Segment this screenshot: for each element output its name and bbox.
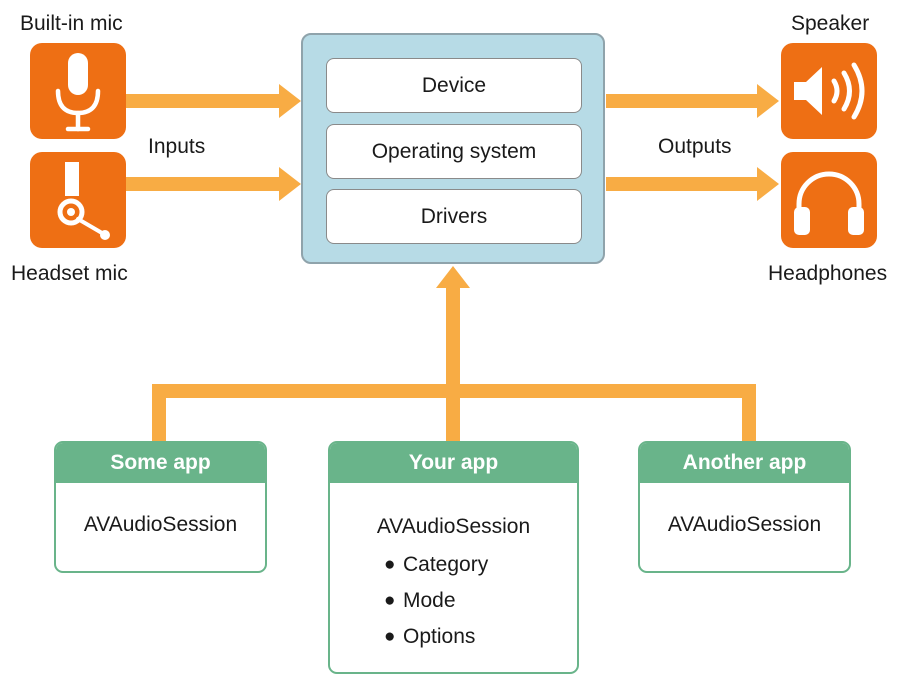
your-app-header: Your app	[330, 443, 577, 483]
list-item: ● Mode	[384, 589, 488, 625]
some-app-session: AVAudioSession	[83, 513, 238, 536]
bullet-icon: ●	[384, 554, 396, 575]
operating-system-layer: Operating system	[326, 124, 582, 179]
session-properties-list: ● Category ● Mode ● Options	[384, 553, 488, 661]
list-item: ● Options	[384, 625, 488, 661]
another-app-header: Another app	[640, 443, 849, 483]
app-bus-left-drop	[152, 384, 166, 442]
app-bus-center-stem	[446, 286, 460, 442]
drivers-layer: Drivers	[326, 189, 582, 244]
property-category: Category	[403, 553, 489, 576]
headphones-tile	[781, 152, 877, 248]
bullet-icon: ●	[384, 590, 396, 611]
inputs-label: Inputs	[148, 135, 206, 158]
built-in-mic-label: Built-in mic	[20, 12, 123, 35]
output-arrow-bottom-shaft	[606, 177, 759, 191]
property-mode: Mode	[403, 589, 456, 612]
another-app-box: Another app AVAudioSession	[638, 441, 851, 573]
some-app-header: Some app	[56, 443, 265, 483]
headphones-icon	[794, 171, 864, 235]
some-app-box: Some app AVAudioSession	[54, 441, 267, 573]
your-app-box: Your app AVAudioSession ● Category ● Mode …	[328, 441, 579, 674]
app-bus-arrow-head	[436, 266, 470, 288]
output-arrow-top-head	[757, 84, 779, 118]
headphones-label: Headphones	[768, 262, 888, 285]
bullet-icon: ●	[384, 626, 396, 647]
input-arrow-top-head	[279, 84, 301, 118]
another-app-session: AVAudioSession	[667, 513, 822, 536]
headset-mic-tile	[30, 152, 126, 248]
property-options: Options	[403, 625, 476, 648]
microphone-icon	[55, 53, 101, 132]
speaker-label: Speaker	[791, 12, 870, 35]
outputs-label: Outputs	[658, 135, 732, 158]
app-bus-right-drop	[742, 384, 756, 442]
headset-mic-icon	[57, 162, 110, 240]
output-arrow-bottom-head	[757, 167, 779, 201]
input-arrow-top-shaft	[126, 94, 281, 108]
speaker-icon	[794, 62, 865, 120]
headset-mic-label: Headset mic	[11, 262, 128, 285]
speaker-tile	[781, 43, 877, 139]
device-layer: Device	[326, 58, 582, 113]
output-arrow-top-shaft	[606, 94, 759, 108]
input-arrow-bottom-head	[279, 167, 301, 201]
system-stack: Device Operating system Drivers	[301, 33, 605, 264]
list-item: ● Category	[384, 553, 488, 589]
built-in-mic-tile	[30, 43, 126, 139]
your-app-session: AVAudioSession	[376, 515, 531, 538]
input-arrow-bottom-shaft	[126, 177, 281, 191]
